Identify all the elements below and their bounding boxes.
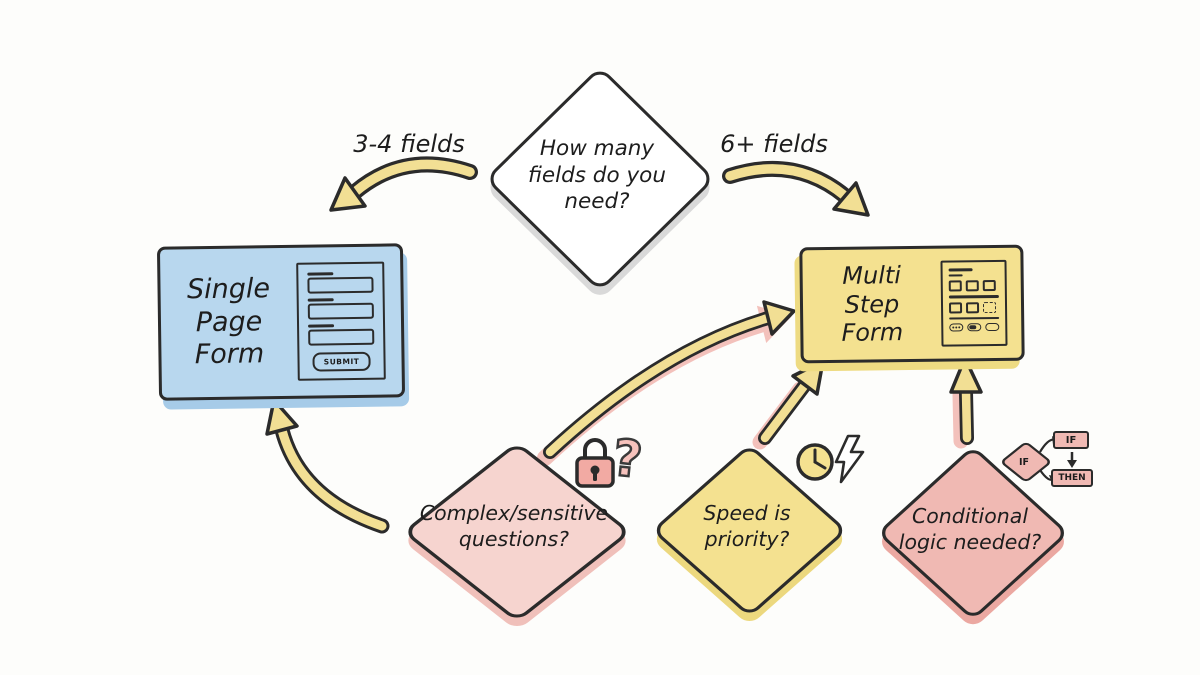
sketch-submit-button: SUBMIT (312, 351, 371, 372)
single-page-form-box: Single Page Form SUBMIT (156, 243, 406, 401)
speed-priority-label: Speed is priority? (703, 501, 791, 551)
sketch-step-box (982, 279, 996, 292)
multi-step-form-title-line1: Multi (842, 260, 902, 290)
multi-step-sketch-icon (940, 259, 1008, 347)
sketch-pill-dots (949, 323, 964, 332)
sketch-heading-line (948, 268, 973, 272)
multi-step-form-title: Multi Step Form (802, 260, 941, 348)
sketch-heading-line (948, 273, 963, 277)
sketch-field-label-line (308, 324, 335, 328)
sketch-step-row-3 (949, 322, 1000, 332)
single-page-form-title-line1: Single (186, 273, 271, 306)
sketch-step-box (948, 301, 963, 314)
sketch-field-3 (308, 324, 375, 346)
branch-label-few-fields: 3-4 fields (353, 130, 465, 158)
single-page-form-title: Single Page Form (160, 273, 297, 372)
question-mark-icon: ? (609, 427, 646, 490)
multi-step-form-box: Multi Step Form (799, 244, 1025, 364)
sketch-field-label-line (307, 272, 334, 276)
conditional-logic-label: Conditional logic needed? (898, 504, 1042, 554)
branch-label-many-fields: 6+ fields (720, 130, 828, 158)
sketch-input-box (308, 328, 375, 346)
single-page-form-title-line3: Form (194, 338, 265, 371)
sketch-step-box (965, 280, 979, 292)
sketch-step-box (948, 280, 962, 292)
sketch-divider (948, 294, 999, 299)
complex-questions-label: Complex/sensitive questions? (419, 501, 609, 551)
root-decision-question: How many fields do you need? (528, 135, 666, 215)
lock-icon (575, 438, 615, 488)
sketch-input-box (307, 276, 374, 294)
sketch-input-box (307, 302, 374, 320)
sketch-pill-empty (985, 322, 1000, 332)
multi-step-form-title-line2: Step (844, 289, 900, 319)
arrow-complex-to-single (265, 398, 390, 534)
then-mini-box: THEN (1051, 469, 1093, 487)
single-page-form-title-line2: Page (195, 306, 263, 338)
if-mini-diamond-label: IF (1018, 456, 1030, 468)
sketch-step-row-1 (948, 279, 999, 292)
arrow-complex-to-multi (537, 300, 796, 466)
sketch-step-row-2 (948, 301, 999, 314)
arrow-conditional-to-multi (949, 356, 983, 449)
sketch-step-box (965, 301, 980, 313)
arrow-speed-to-multi (752, 359, 825, 450)
clock-icon (796, 443, 834, 481)
multi-step-form-title-line3: Form (841, 318, 904, 348)
lightning-icon (834, 434, 865, 484)
sketch-pill-half (967, 323, 982, 332)
sketch-step-box-dashed (982, 301, 997, 313)
arrow-root-to-multi (722, 160, 870, 217)
if-mini-box: IF (1053, 431, 1089, 449)
sketch-divider (949, 316, 1000, 320)
single-form-sketch-icon: SUBMIT (296, 261, 386, 381)
sketch-field-2 (307, 298, 374, 320)
sketch-field-label-line (307, 298, 334, 302)
sketch-field-1 (307, 272, 374, 294)
arrow-root-to-single (329, 156, 478, 212)
